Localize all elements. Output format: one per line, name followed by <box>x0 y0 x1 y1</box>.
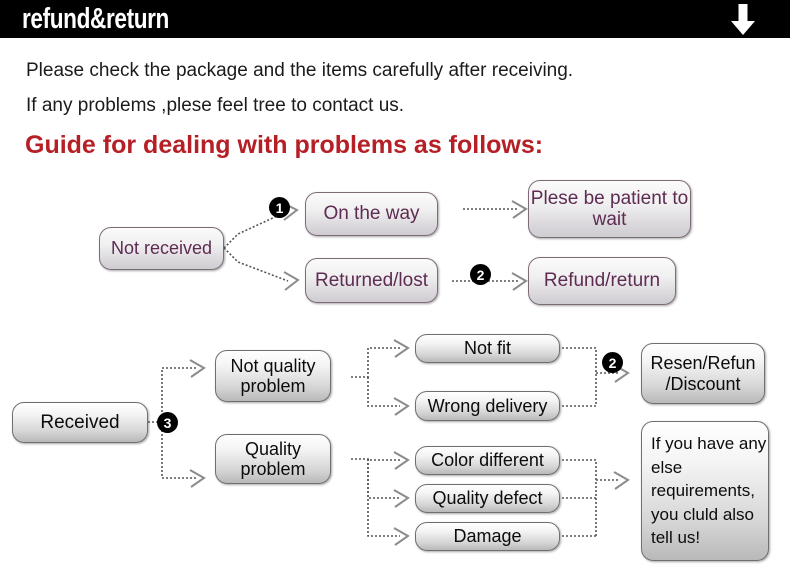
box-quality-defect: Quality defect <box>415 484 560 513</box>
step-badge-1: 1 <box>269 197 290 218</box>
header-bar: refund&return <box>0 0 790 38</box>
box-not-received: Not received <box>99 227 224 270</box>
step-badge-2-top: 2 <box>470 264 491 285</box>
box-label: If you have any else requirements, you c… <box>651 434 767 548</box>
box-label: Refund/return <box>543 270 661 292</box>
box-on-the-way: On the way <box>305 192 438 236</box>
intro-line-2: If any problems ,plese feel tree to cont… <box>26 95 405 116</box>
box-contact-note: If you have any else requirements, you c… <box>641 421 769 561</box>
box-color-different: Color different <box>415 446 560 475</box>
box-label: Returned/lost <box>314 269 428 291</box>
box-label: Not quality problem <box>230 355 316 396</box>
guide-heading: Guide for dealing with problems as follo… <box>25 131 544 159</box>
box-wrong-delivery: Wrong delivery <box>415 391 560 421</box>
box-returned-lost: Returned/lost <box>305 258 438 303</box>
box-please-be-patient: Plese be patient to wait <box>528 180 691 238</box>
box-label: Quality defect <box>432 488 543 509</box>
box-label: Not received <box>110 238 213 259</box>
box-quality-problem: Quality problem <box>215 434 331 484</box>
box-received: Received <box>12 402 148 443</box>
box-label: Received <box>40 411 120 433</box>
box-not-quality-problem: Not quality problem <box>215 350 331 402</box>
box-resend-refund-discount: Resen/Refun /Discount <box>641 343 765 404</box>
box-label: Resen/Refun /Discount <box>650 353 756 394</box>
box-refund-return: Refund/return <box>528 257 676 305</box>
box-label: Wrong delivery <box>427 395 548 416</box>
page-title: refund&return <box>22 3 169 35</box>
box-label: Color different <box>431 450 544 471</box>
box-label: Damage <box>453 526 522 547</box>
box-damage: Damage <box>415 522 560 551</box>
box-label: Plese be patient to wait <box>530 187 689 230</box>
box-label: On the way <box>323 203 420 225</box>
box-label: Quality problem <box>240 438 306 479</box>
box-not-fit: Not fit <box>415 334 560 363</box>
box-label: Not fit <box>463 338 511 359</box>
step-badge-2-bottom: 2 <box>602 352 623 373</box>
intro-line-1: Please check the package and the items c… <box>26 60 574 81</box>
step-badge-3: 3 <box>157 412 178 433</box>
down-arrow-icon <box>731 4 755 35</box>
